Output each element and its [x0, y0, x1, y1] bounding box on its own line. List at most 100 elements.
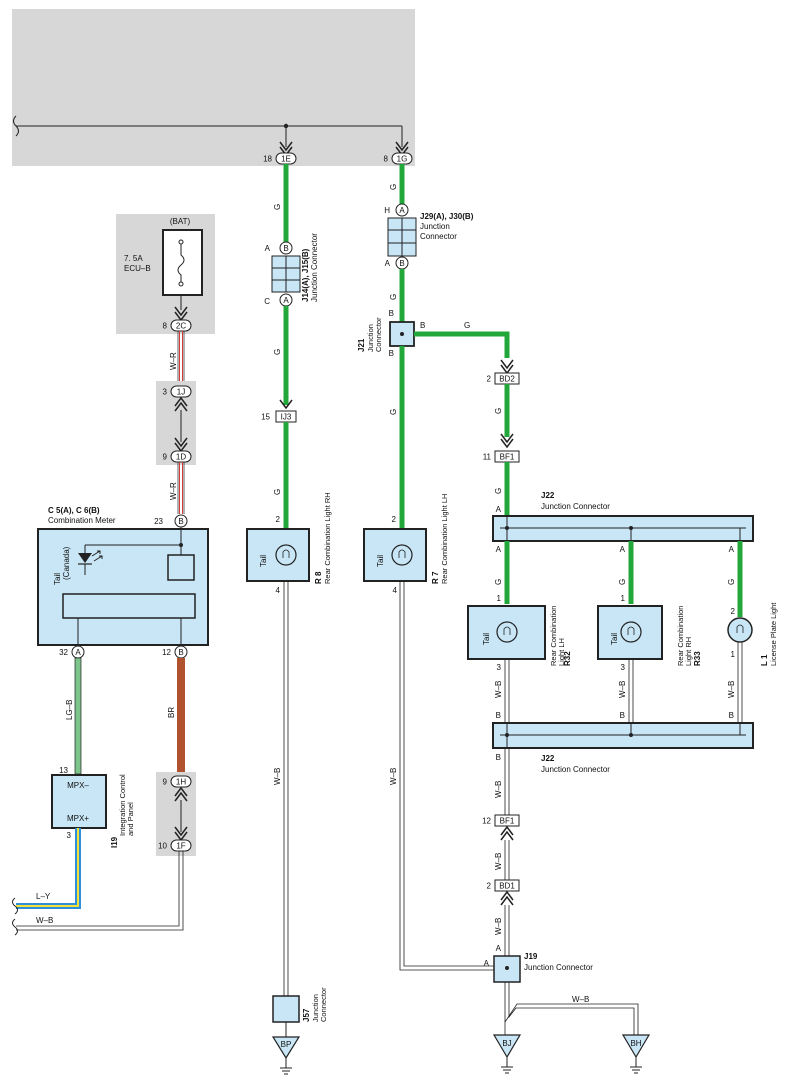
wire-label-w-b-r32: W–B — [494, 681, 503, 698]
r7-desc: Rear Combination Light LH — [440, 494, 449, 584]
wire-w-b-r7 — [399, 581, 494, 971]
r8-code: R 8 — [314, 571, 323, 584]
svg-text:10: 10 — [158, 842, 167, 851]
wire-label-g-4: G — [389, 184, 398, 190]
wire-w-r-2 — [177, 462, 185, 514]
meter-inner-bar — [62, 593, 196, 619]
junction-1D: 1D 9 — [163, 450, 192, 463]
svg-text:1D: 1D — [176, 453, 186, 462]
r7-code: R 7 — [431, 571, 440, 584]
r32-tail-label: Tail — [482, 633, 491, 645]
combo-term-32: A — [71, 645, 85, 659]
combo-term-23: B — [174, 514, 188, 528]
wire-w-b-l1-drop — [737, 642, 743, 723]
combo-pin-12: 12 — [162, 648, 171, 657]
meter-canada-label: (Canada) — [62, 546, 71, 580]
l1-pin-1: 1 — [731, 650, 736, 659]
fuse-amp: 7. 5A — [124, 254, 143, 263]
j22-bottom-pin-2: B — [620, 711, 625, 720]
svg-text:18: 18 — [263, 155, 272, 164]
r33-tail-label: Tail — [610, 633, 619, 645]
arrow-ij3 — [279, 399, 293, 410]
j21-pin-bottom: B — [389, 349, 394, 358]
j29-desc-1: Junction — [420, 222, 450, 231]
j29-name: J29(A), J30(B) — [420, 212, 474, 221]
tail-led-icon — [78, 553, 92, 563]
combo-pin-23: 23 — [154, 517, 163, 526]
svg-text:2: 2 — [487, 375, 492, 384]
break-symbol-ly — [12, 897, 18, 915]
ground-bh-icon — [621, 1034, 651, 1074]
break-symbol-wb — [12, 918, 18, 936]
j14-pin-a: A — [265, 244, 271, 253]
i19-pin-13: 13 — [59, 766, 68, 775]
j21-desc-1: Junction — [366, 324, 375, 352]
wire-label-w-b-left: W–B — [36, 916, 53, 925]
wire-label-g-12: G — [727, 579, 736, 585]
wire-label-lg-b: LG–B — [65, 700, 74, 720]
j57-desc-1: Junction — [311, 994, 320, 1022]
license-plate-light-l1 — [727, 617, 753, 643]
svg-text:12: 12 — [482, 817, 491, 826]
wire-label-g-1: G — [273, 204, 282, 210]
mpx-minus-label: MPX– — [67, 781, 89, 790]
svg-text:11: 11 — [483, 453, 492, 462]
combo-term-12: B — [174, 645, 188, 659]
svg-text:8: 8 — [163, 322, 168, 331]
meter-tail-label: Tail — [53, 573, 62, 585]
wire-label-g-3: G — [273, 489, 282, 495]
fuse-icon — [177, 242, 185, 284]
j14-pin-c: C — [264, 297, 270, 306]
j29-desc-2: Connector — [420, 232, 457, 241]
r33-desc-1: Rear Combination — [676, 606, 685, 666]
junction-1J: 1J 3 — [163, 385, 192, 398]
j21-desc-2: Connector — [374, 317, 383, 352]
r33-pin-3: 3 — [621, 663, 626, 672]
wire-label-l-y: L–Y — [36, 892, 51, 901]
rear-combination-light-rh-r33 — [597, 605, 663, 660]
j22-top-pin-3: A — [729, 545, 735, 554]
rear-combination-light-lh-r7 — [363, 528, 427, 582]
j29-term-a: A — [395, 203, 409, 217]
svg-text:1H: 1H — [176, 778, 186, 787]
svg-text:A: A — [283, 296, 289, 305]
j14-desc: Junction Connector — [310, 233, 319, 302]
junction-1H: 1H 9 — [163, 775, 192, 788]
wire-w-b-j22-bf1 — [504, 748, 510, 815]
wire-w-r-1 — [177, 331, 185, 384]
arrow-1H — [174, 786, 188, 802]
svg-text:9: 9 — [163, 778, 168, 787]
l1-pin-2: 2 — [731, 607, 736, 616]
connector-ij3: IJ3 15 — [261, 410, 297, 423]
arrow-bd2 — [500, 359, 514, 375]
combo-pin-32: 32 — [59, 648, 68, 657]
svg-text:IJ3: IJ3 — [281, 413, 292, 422]
i19-desc-1: Integration Control — [118, 774, 127, 836]
ground-bp-label: BP — [281, 1040, 292, 1049]
connector-bf1-top: BF1 11 — [483, 450, 520, 463]
svg-text:2C: 2C — [176, 322, 186, 331]
i19-pin-3: 3 — [67, 831, 72, 840]
j29-term-b: B — [395, 256, 409, 270]
j22-top-code: J22 — [541, 491, 555, 500]
r32-code: R32 — [563, 651, 572, 666]
wire-label-br: BR — [167, 707, 176, 718]
mpx-plus-label: MPX+ — [67, 814, 89, 823]
wire-label-w-r-2: W–R — [169, 482, 178, 500]
junction-1E: 1E 18 — [263, 152, 297, 165]
svg-text:15: 15 — [261, 413, 270, 422]
svg-text:BF1: BF1 — [500, 453, 515, 462]
svg-text:BD1: BD1 — [499, 882, 515, 891]
r7-pin-4: 4 — [393, 586, 398, 595]
j22-bottom-code: J22 — [541, 754, 555, 763]
r8-pin-4: 4 — [276, 586, 281, 595]
r32-desc-2: Light LH — [557, 638, 566, 666]
svg-text:8: 8 — [384, 155, 389, 164]
r8-desc: Rear Combination Light RH — [323, 492, 332, 584]
j22-bottom-pin-3: B — [729, 711, 734, 720]
svg-text:A: A — [399, 206, 405, 215]
connector-bf1-bottom: BF1 12 — [482, 814, 520, 827]
j14-name: J14(A), J15(B) — [301, 248, 310, 302]
wire-w-b-r33-drop — [628, 659, 634, 723]
